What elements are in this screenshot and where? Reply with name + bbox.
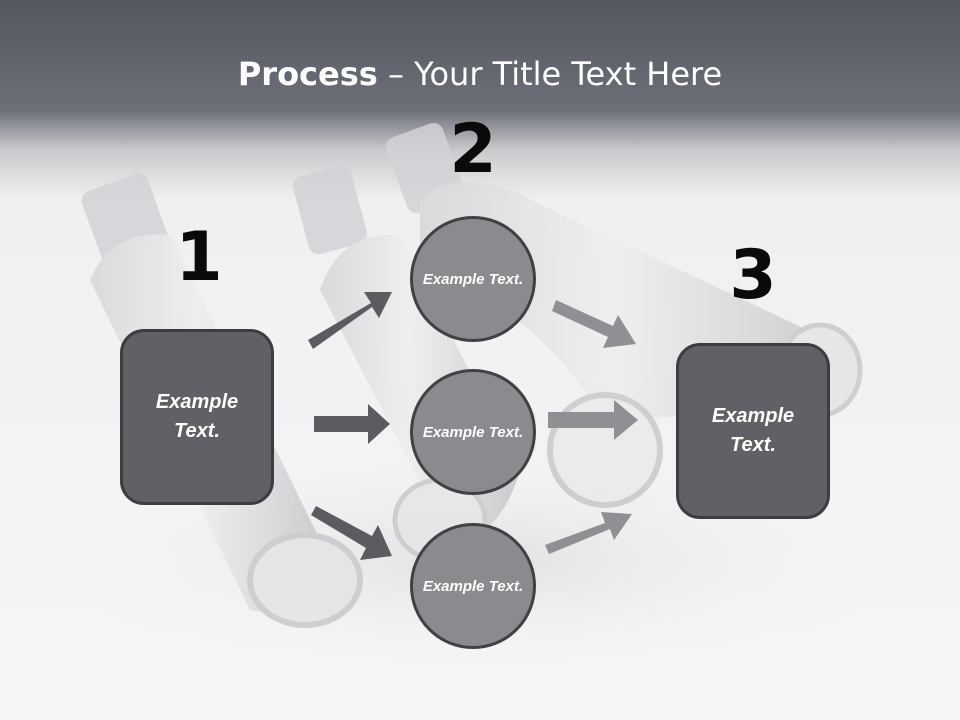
left-box-text: Example Text. bbox=[155, 391, 239, 442]
step-number-3: 3 bbox=[729, 236, 777, 315]
title-rest: – Your Title Text Here bbox=[377, 55, 723, 93]
step-number-1: 1 bbox=[175, 218, 223, 297]
middle-circle-text: Example Text. bbox=[422, 423, 524, 441]
right-box-text: Example Text. bbox=[711, 405, 795, 456]
middle-example-circle[interactable]: Example Text. bbox=[410, 369, 536, 495]
bottom-example-circle[interactable]: Example Text. bbox=[410, 523, 536, 649]
bottom-circle-text: Example Text. bbox=[422, 577, 524, 595]
top-circle-text: Example Text. bbox=[422, 270, 524, 288]
left-example-box[interactable]: Example Text. bbox=[120, 329, 274, 505]
step-number-2: 2 bbox=[449, 110, 497, 189]
top-example-circle[interactable]: Example Text. bbox=[410, 216, 536, 342]
right-example-box[interactable]: Example Text. bbox=[676, 343, 830, 519]
slide-title: Process – Your Title Text Here bbox=[0, 52, 960, 96]
title-bold: Process bbox=[237, 55, 378, 93]
